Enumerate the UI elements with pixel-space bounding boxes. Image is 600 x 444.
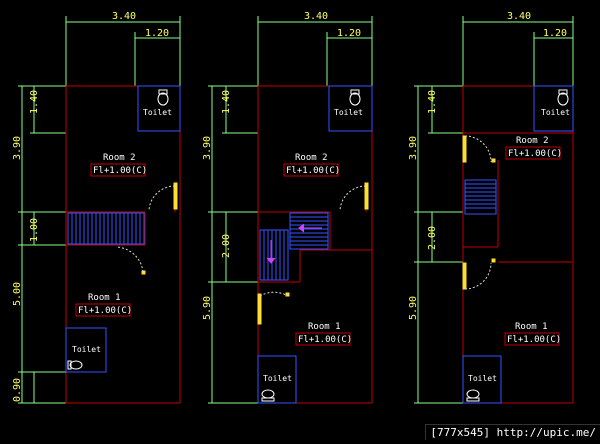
plan-2-dim-4: 5.90 [202, 296, 213, 320]
plan-3: 3.40 1.20 1.40 3.90 2.00 5.90 [408, 11, 574, 404]
plan-1-width-dim: 3.40 [112, 11, 136, 22]
plan-1-room-upper-level: Fl+1.00(C) [93, 166, 147, 176]
plan-2-room-lower-name: Room 1 [308, 322, 341, 332]
plan-1-toilet-upper: Toilet [137, 85, 181, 132]
plan-2-stair [259, 212, 329, 281]
plan-2-toilet-lower-label: Toilet [263, 374, 292, 383]
plan-2-toilet-lower: Toilet [257, 355, 297, 404]
plan-1-room-lower: Room 1 Fl+1.00(C) [75, 293, 132, 317]
plan-3-side-dimensions: 1.40 3.90 2.00 5.90 [408, 85, 463, 404]
plan-3-room-upper-level: Fl+1.00(C) [508, 149, 562, 159]
plan-1-dim-4: 5.00 [12, 282, 23, 306]
plan-3-width-dim: 3.40 [507, 11, 531, 22]
plan-1-room-lower-name: Room 1 [88, 293, 121, 303]
plan-2-dim-1: 1.40 [221, 90, 232, 114]
plan-2-inner-dim: 1.20 [337, 28, 361, 39]
plan-3-room-lower-level: Fl+1.00(C) [507, 335, 561, 345]
plan-2-dim-3: 2.00 [221, 234, 232, 258]
plan-3-room-upper-name: Room 2 [516, 136, 549, 146]
plan-2-dim-2: 3.90 [202, 136, 213, 160]
plan-3-toilet-upper-label: Toilet [541, 108, 570, 117]
plan-1-room-upper-name: Room 2 [103, 153, 136, 163]
plan-2-stair-arrows [266, 223, 322, 264]
plan-3-dim-4: 5.90 [408, 296, 419, 320]
plan-3-room-lower: Room 1 Fl+1.00(C) [504, 322, 561, 346]
plan-1-room-upper: Room 2 Fl+1.00(C) [90, 153, 147, 177]
plan-2-room-upper-name: Room 2 [295, 153, 328, 163]
plan-2-room-upper: Room 2 Fl+1.00(C) [283, 153, 340, 177]
plan-1-toilet-lower-label: Toilet [72, 345, 101, 354]
plan-3-toilet-upper: Toilet [533, 85, 574, 132]
plan-3-toilet-lower: Toilet [462, 355, 502, 404]
plan-1-toilet-upper-label: Toilet [143, 108, 172, 117]
plan-3-stair [464, 179, 497, 215]
plan-3-top-dimensions: 3.40 1.20 [462, 11, 574, 86]
plan-2: 3.40 1.20 1.40 3.90 2.00 5.90 [202, 11, 373, 404]
plan-3-dim-2: 3.90 [408, 136, 419, 160]
plan-3-walls [462, 85, 574, 404]
plan-3-inner-dim: 1.20 [543, 28, 567, 39]
plan-3-room-upper: Room 2 Fl+1.00(C) [505, 136, 562, 160]
plan-2-room-lower-level: Fl+1.00(C) [298, 335, 352, 345]
plan-1-toilet-lower: Toilet [65, 327, 107, 373]
plan-3-doors [462, 135, 496, 290]
plan-1-inner-dim: 1.20 [145, 28, 169, 39]
plan-3-toilet-lower-label: Toilet [468, 374, 497, 383]
plan-2-room-lower: Room 1 Fl+1.00(C) [295, 322, 352, 346]
plan-2-toilet-upper-label: Toilet [334, 108, 363, 117]
plan-1-dim-3: 1.00 [29, 218, 40, 242]
plan-1-room-lower-level: Fl+1.00(C) [78, 306, 132, 316]
plan-3-dim-3: 2.00 [427, 226, 438, 250]
plan-2-room-upper-level: Fl+1.00(C) [286, 166, 340, 176]
plan-2-width-dim: 3.40 [304, 11, 328, 22]
image-source-stamp: [777x545] http://upic.me/ [425, 424, 600, 440]
plan-1-dim-1: 1.40 [29, 90, 40, 114]
plan-2-doors [257, 182, 369, 325]
plan-1-dim-5: 0.90 [12, 378, 23, 402]
plan-1-stair [67, 212, 145, 245]
plan-2-top-dimensions: 3.40 1.20 [257, 11, 373, 86]
plan-2-side-dimensions: 1.40 3.90 2.00 5.90 [202, 85, 258, 404]
plan-1-dim-2: 3.90 [12, 136, 23, 160]
plan-1: 3.40 1.20 1.40 3.90 1.00 5.00 0.90 [12, 11, 181, 404]
plan-3-dim-1: 1.40 [427, 90, 438, 114]
plan-1-doors [115, 182, 178, 275]
plan-1-top-dimensions: 3.40 1.20 [65, 11, 181, 86]
plan-1-side-dimensions: 1.40 3.90 1.00 5.00 0.90 [12, 85, 66, 404]
plan-2-toilet-upper: Toilet [328, 85, 373, 132]
plan-3-room-lower-name: Room 1 [515, 322, 548, 332]
